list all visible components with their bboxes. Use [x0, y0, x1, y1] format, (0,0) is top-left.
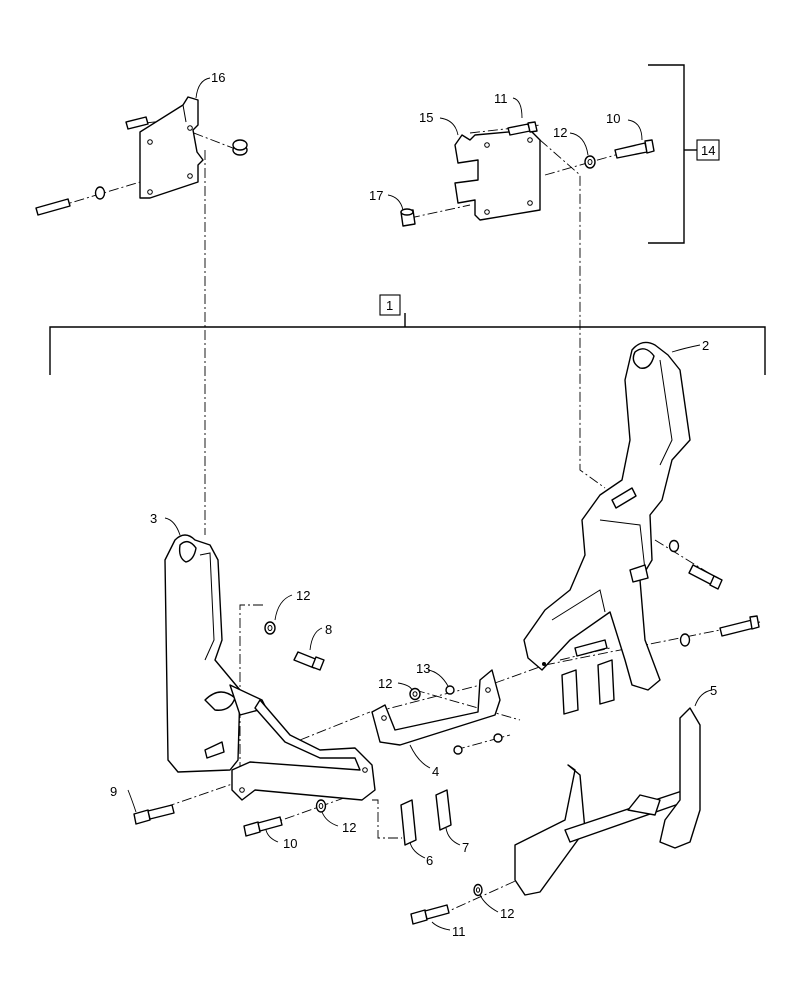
callout-12-top: 12: [553, 125, 567, 140]
callout-14: 14: [701, 143, 715, 158]
callout-labels: 16 15 11 12 10 17 14 1 2 3 12 8 12 13 5 …: [110, 70, 720, 939]
part-15-plate: [454, 129, 541, 221]
part-5-fork: [514, 707, 701, 896]
part-11-bolt-bottom: [410, 904, 450, 925]
part-17-nut: [400, 208, 416, 227]
callout-7: 7: [462, 840, 469, 855]
center-lines: [39, 117, 761, 916]
callout-9: 9: [110, 784, 117, 799]
callout-12-mid-left: 12: [296, 588, 310, 603]
assembly-1-bracket: [49, 313, 766, 375]
link-arm: [231, 699, 376, 801]
callout-10-top: 10: [606, 111, 620, 126]
callout-12-mid-center: 12: [378, 676, 392, 691]
part-11-bolt-top: [507, 121, 538, 136]
part-6-plate: [400, 799, 417, 846]
part-12-washer-mid-left: [264, 621, 276, 635]
callout-13: 13: [416, 661, 430, 676]
callout-4: 4: [432, 764, 439, 779]
callout-10-bottom: 10: [283, 836, 297, 851]
part-12-washer-lower: [315, 799, 327, 813]
callout-11-bottom: 11: [452, 924, 466, 939]
leader-lines: [127, 77, 713, 931]
part-3-left-upright: [164, 534, 267, 773]
part-16-plate: [35, 96, 248, 216]
part-2-right-upright: [523, 341, 760, 715]
part-10-bolt-bottom: [243, 816, 283, 837]
part-10-bolt-top: [614, 139, 655, 159]
part-9-bolt: [133, 804, 175, 825]
callout-3: 3: [150, 511, 157, 526]
callout-16: 16: [211, 70, 225, 85]
callout-8: 8: [325, 622, 332, 637]
part-4-bracket: [371, 669, 503, 755]
part-12-washer-bottom: [473, 883, 483, 897]
callout-6: 6: [426, 853, 433, 868]
part-12-washer-mid-center: [409, 687, 421, 701]
callout-5: 5: [710, 683, 717, 698]
part-8-bolt: [293, 651, 325, 671]
callout-11-top: 11: [494, 91, 508, 106]
callout-12-bottom: 12: [500, 906, 514, 921]
callout-1-box: [379, 294, 401, 316]
part-12-washer-top: [584, 155, 596, 169]
part-13-nut: [445, 685, 455, 695]
callout-1: 1: [386, 298, 393, 313]
callout-12-lower: 12: [342, 820, 356, 835]
part-7-plate: [435, 789, 452, 831]
kit-14-bracket: [648, 64, 697, 244]
callout-14-box: [696, 139, 720, 161]
callout-15: 15: [419, 110, 433, 125]
callout-17: 17: [369, 188, 383, 203]
callout-2: 2: [702, 338, 709, 353]
